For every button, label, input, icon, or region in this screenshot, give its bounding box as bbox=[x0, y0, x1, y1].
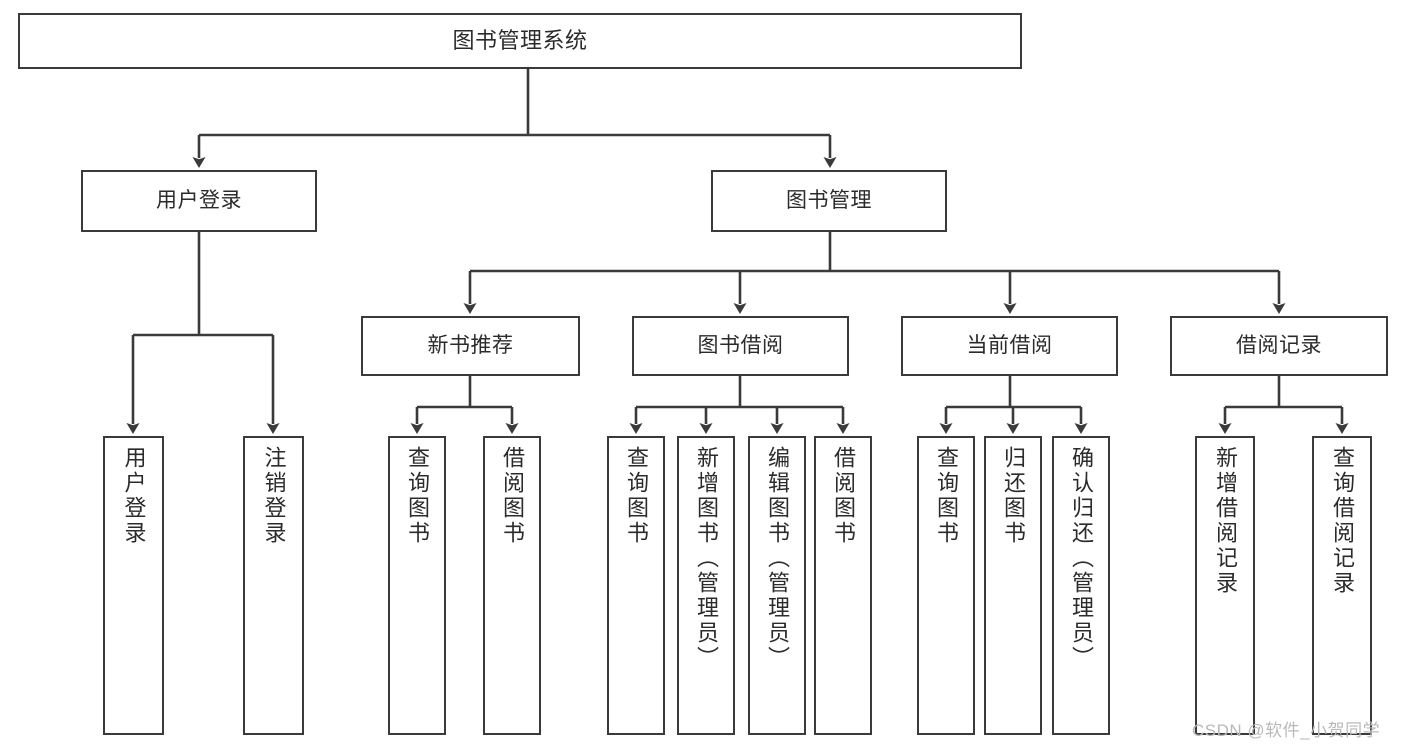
leaf-query-book-current[interactable]: 查询图书 bbox=[917, 436, 975, 735]
node-label: 当前借阅 bbox=[966, 333, 1053, 357]
node-label: 图书管理 bbox=[786, 188, 872, 212]
node-label: 确认归还（管理员） bbox=[1069, 446, 1094, 671]
node-label: 新增借阅记录 bbox=[1213, 446, 1238, 596]
leaf-query-book-recommend[interactable]: 查询图书 bbox=[388, 436, 446, 735]
leaf-return-book[interactable]: 归还图书 bbox=[984, 436, 1042, 735]
node-label: 新书推荐 bbox=[427, 333, 514, 357]
leaf-user-logout[interactable]: 注销登录 bbox=[243, 436, 304, 735]
leaf-add-book-admin[interactable]: 新增图书（管理员） bbox=[677, 436, 735, 735]
node-borrow-record[interactable]: 借阅记录 bbox=[1170, 316, 1388, 376]
node-book-management[interactable]: 图书管理 bbox=[711, 170, 947, 232]
node-label: 借阅图书 bbox=[831, 446, 856, 546]
node-label: 归还图书 bbox=[1001, 446, 1026, 546]
leaf-query-book[interactable]: 查询图书 bbox=[607, 436, 665, 735]
node-label: 借阅记录 bbox=[1236, 333, 1322, 357]
node-label: 用户登录 bbox=[156, 188, 242, 212]
node-label: 借阅图书 bbox=[500, 446, 525, 546]
node-label: 新增图书（管理员） bbox=[694, 446, 719, 671]
leaf-query-borrow-record[interactable]: 查询借阅记录 bbox=[1312, 436, 1372, 735]
node-label: 注销登录 bbox=[261, 446, 287, 546]
node-label: 编辑图书（管理员） bbox=[765, 446, 790, 671]
leaf-edit-book-admin[interactable]: 编辑图书（管理员） bbox=[748, 436, 806, 735]
leaf-add-borrow-record[interactable]: 新增借阅记录 bbox=[1195, 436, 1255, 735]
node-label: 用户登录 bbox=[121, 446, 147, 546]
leaf-confirm-return-admin[interactable]: 确认归还（管理员） bbox=[1052, 436, 1110, 735]
node-label: 查询借阅记录 bbox=[1330, 446, 1355, 596]
node-root-system[interactable]: 图书管理系统 bbox=[18, 13, 1022, 69]
node-user-login[interactable]: 用户登录 bbox=[81, 170, 317, 232]
leaf-borrow-book-recommend[interactable]: 借阅图书 bbox=[483, 436, 541, 735]
node-label: 查询图书 bbox=[934, 446, 959, 546]
node-label: 图书管理系统 bbox=[452, 28, 588, 54]
node-current-borrow[interactable]: 当前借阅 bbox=[901, 316, 1118, 376]
node-book-borrow[interactable]: 图书借阅 bbox=[632, 316, 849, 376]
node-new-book-recommend[interactable]: 新书推荐 bbox=[361, 316, 580, 376]
leaf-user-login[interactable]: 用户登录 bbox=[103, 436, 164, 735]
node-label: 查询图书 bbox=[624, 446, 649, 546]
node-label: 查询图书 bbox=[405, 446, 430, 546]
leaf-borrow-book[interactable]: 借阅图书 bbox=[814, 436, 872, 735]
node-label: 图书借阅 bbox=[697, 333, 784, 357]
